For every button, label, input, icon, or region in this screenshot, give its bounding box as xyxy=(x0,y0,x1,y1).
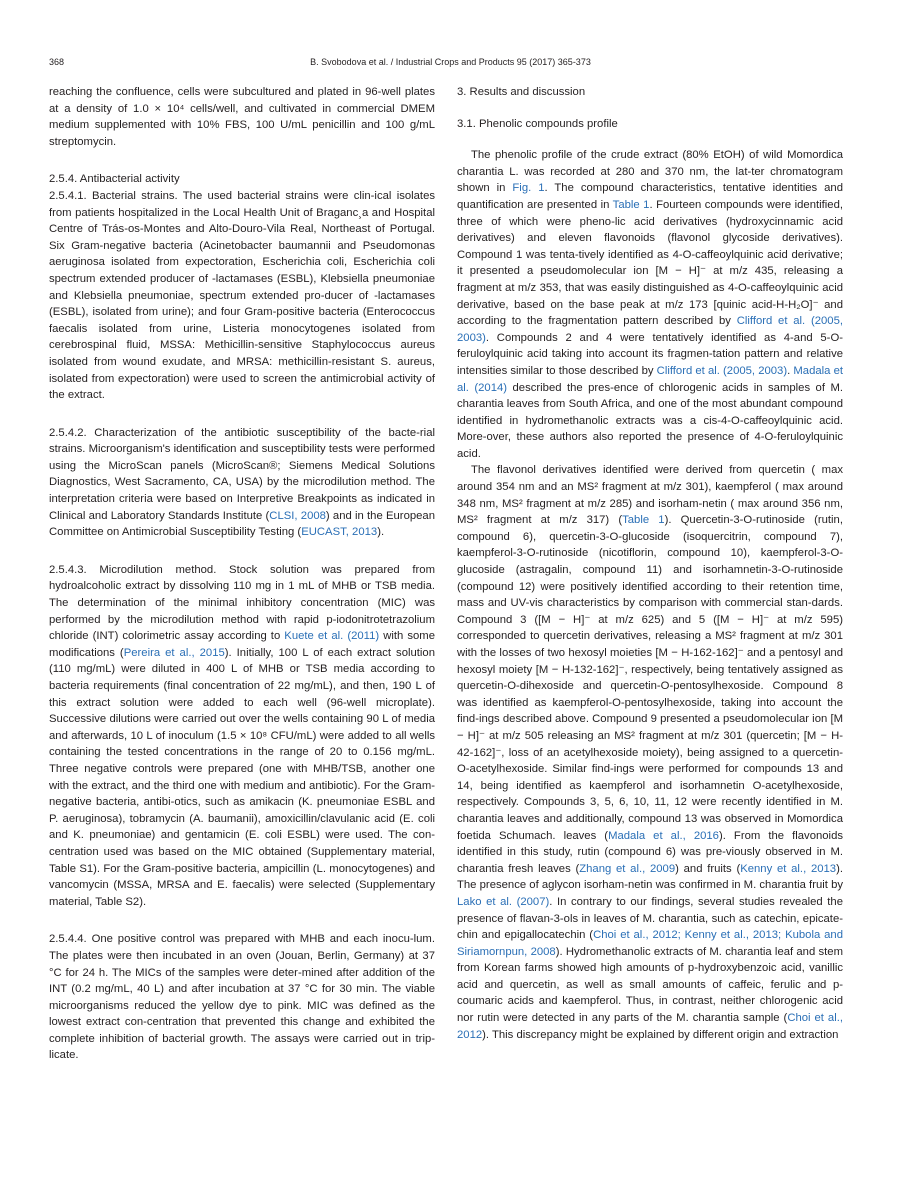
text-segment: ) and fruits ( xyxy=(675,862,741,875)
paragraph-cells: reaching the confluence, cells were subc… xyxy=(49,86,435,148)
reference-link-zhang[interactable]: Zhang et al., 2009 xyxy=(579,862,676,875)
reference-link-eucast[interactable]: EUCAST, 2013 xyxy=(301,526,378,539)
text-segment: ). From the flavonoids identified in thi… xyxy=(457,829,843,875)
text-segment: The flavonol derivatives identified were… xyxy=(457,464,843,527)
text-segment: . Compounds 2 and 4 were tentatively ide… xyxy=(457,331,843,377)
text-segment: 2.5.4.2. Characterization of the antibio… xyxy=(49,426,435,522)
reference-link-choi[interactable]: Choi et al., 2012 xyxy=(457,1012,843,1041)
figure-link-fig1[interactable]: Fig. 1 xyxy=(512,182,545,195)
text-segment: ). This discrepancy might be explained b… xyxy=(482,1028,839,1041)
right-column: 3. Results and discussion 3.1. Phenolic … xyxy=(457,84,843,1043)
left-column: reaching the confluence, cells were subc… xyxy=(49,84,435,1064)
text-segment: . Fourteen compounds were identified, th… xyxy=(457,198,843,328)
reference-link-kuete[interactable]: Kuete et al. (2011) xyxy=(284,630,380,643)
paragraph-positive-control: 2.5.4.4. One positive control was prepar… xyxy=(49,933,435,1062)
reference-link-kenny[interactable]: Kenny et al., 2013 xyxy=(740,862,837,875)
table-link-table1[interactable]: Table 1 xyxy=(612,198,650,211)
reference-link-clifford[interactable]: Clifford et al. (2005, 2003) xyxy=(457,315,843,344)
text-segment: ). Quercetin-3-O-rutinoside (rutin, comp… xyxy=(457,514,843,842)
text-segment: The phenolic profile of the crude extrac… xyxy=(457,149,843,195)
text-segment: ) and in the European Committee on Antim… xyxy=(49,509,435,539)
text-segment: ). Initially, 100 L of each extract solu… xyxy=(49,646,435,908)
text-segment: ). The presence of aglycon isorham-netin… xyxy=(457,862,843,892)
text-segment: ). xyxy=(377,526,385,539)
reference-link-choi-kenny-kubola[interactable]: Choi et al., 2012; Kenny et al., 2013; K… xyxy=(457,929,843,958)
reference-link-clsi[interactable]: CLSI, 2008 xyxy=(269,509,326,522)
reference-link-madala-2014[interactable]: Madala et al. (2014) xyxy=(457,364,843,394)
section-heading-antibacterial: 2.5.4. Antibacterial activity xyxy=(49,173,180,186)
section-heading-results: 3. Results and discussion xyxy=(457,86,586,98)
paragraph-flavonol-derivatives: The flavonol derivatives identified were… xyxy=(457,462,843,1043)
reference-link-clifford[interactable]: Clifford et al. (2005, 2003) xyxy=(656,364,788,377)
reference-link-lako[interactable]: Lako et al. (2007) xyxy=(457,895,550,908)
text-segment: described the pres-ence of chlorogenic a… xyxy=(457,381,843,460)
reference-link-madala-2016[interactable]: Madala et al., 2016 xyxy=(608,829,719,842)
table-link-table1[interactable]: Table 1 xyxy=(622,514,665,527)
page-number: 368 xyxy=(49,57,65,67)
paragraph-phenolic-profile: The phenolic profile of the crude extrac… xyxy=(457,147,843,462)
section-heading-phenolic: 3.1. Phenolic compounds profile xyxy=(457,117,618,130)
paragraph-microdilution: 2.5.4.3. Microdilution method. Stock sol… xyxy=(49,562,435,910)
reference-link-pereira[interactable]: Pereira et al., 2015 xyxy=(123,646,225,659)
text-segment: ). Hydromethanolic extracts of M. charan… xyxy=(457,945,843,1025)
text-segment: . The compound characteristics, tentativ… xyxy=(457,182,843,211)
paragraph-susceptibility: 2.5.4.2. Characterization of the antibio… xyxy=(49,425,435,541)
text-segment: with some modifications ( xyxy=(49,630,436,659)
text-segment: . xyxy=(787,364,794,377)
text-segment: . In contrary to our findings, several s… xyxy=(457,895,843,942)
paragraph-bacterial-strains: 2.5.4.1. Bacterial strains. The used bac… xyxy=(49,189,435,402)
running-head: B. Svobodova et al. / Industrial Crops a… xyxy=(310,57,591,67)
text-segment: 2.5.4.3. Microdilution method. Stock sol… xyxy=(49,563,435,643)
